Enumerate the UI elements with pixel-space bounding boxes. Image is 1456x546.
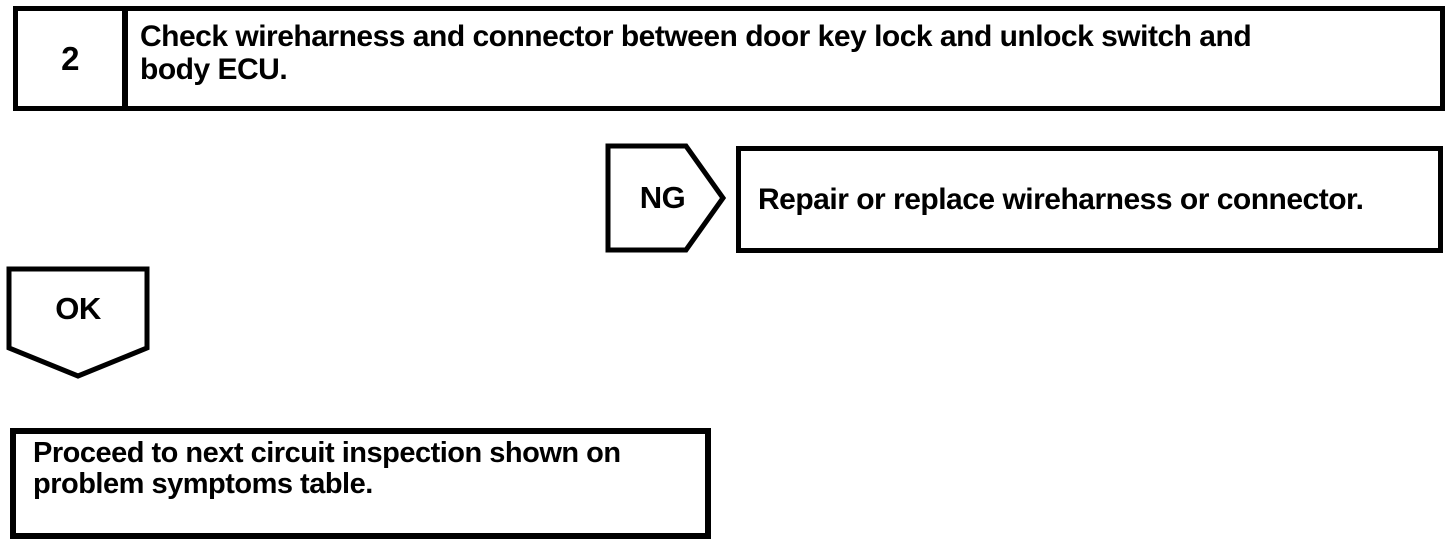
step-box: 2 Check wireharness and connector betwee… [13,6,1445,111]
step-instruction-line-1: Check wireharness and connector between … [140,20,1252,53]
ng-label: NG [639,180,686,215]
ok-action-line-1: Proceed to next circuit inspection shown… [33,437,621,469]
step-instruction: Check wireharness and connector between … [128,11,1440,106]
ng-action-text: Repair or replace wireharness or connect… [758,182,1364,216]
ng-action-box: Repair or replace wireharness or connect… [736,146,1443,253]
ok-action-box: Proceed to next circuit inspection shown… [10,428,711,539]
ok-action-line-2: problem symptoms table. [33,468,373,500]
step-instruction-line-2: body ECU. [140,53,288,86]
ok-label: OK [55,290,101,326]
step-number: 2 [18,11,128,106]
ng-arrow-shape [605,143,726,253]
ok-arrow-shape [6,266,150,379]
